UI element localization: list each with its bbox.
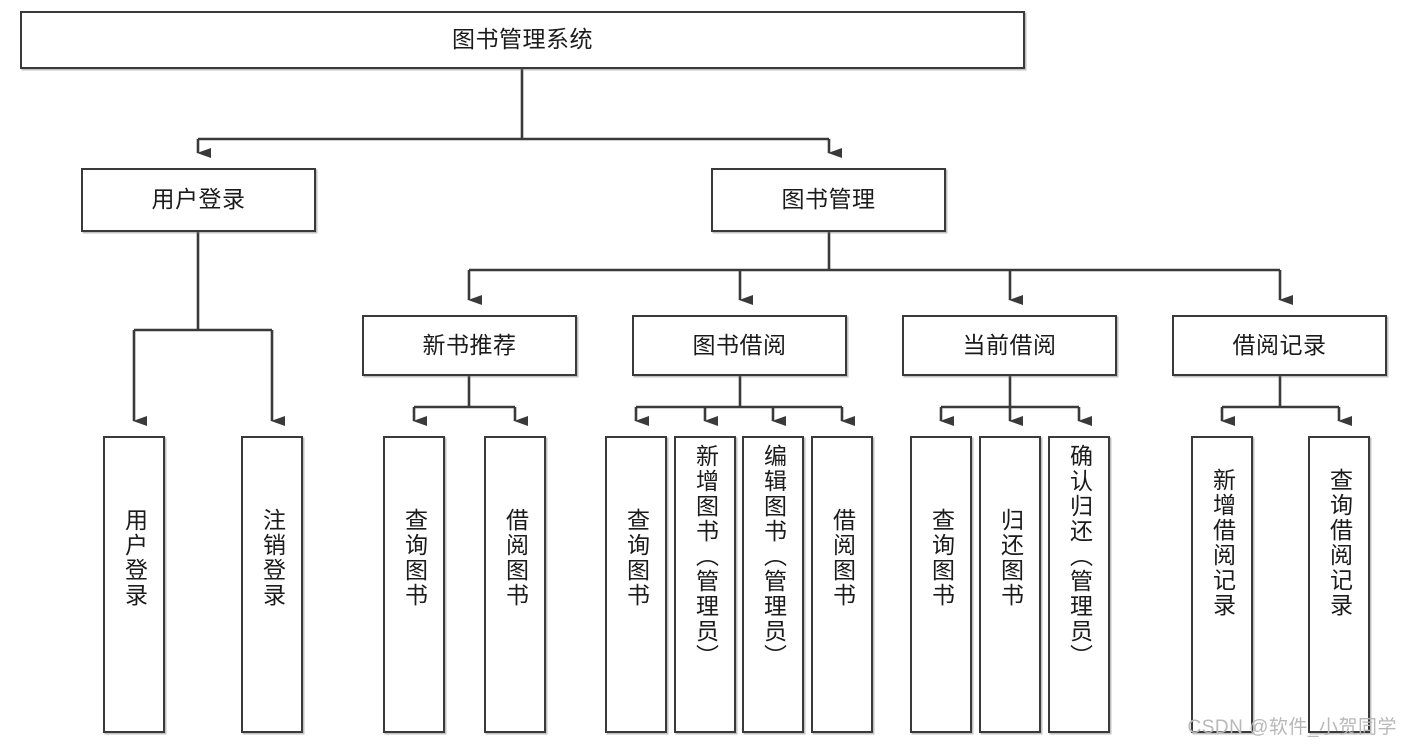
node-leaf-confirm-return[interactable]: 确认归还（管理员） — [1048, 436, 1110, 733]
node-new-book-recommend[interactable]: 新书推荐 — [362, 315, 577, 376]
node-leaf-user-logout[interactable]: 注销登录 — [241, 436, 303, 733]
node-borrow-record[interactable]: 借阅记录 — [1172, 315, 1387, 376]
node-leaf-edit-book-label: 编辑图书（管理员） — [760, 444, 787, 669]
node-leaf-query-record-label: 查询借阅记录 — [1326, 468, 1353, 618]
node-user-login-label: 用户登录 — [151, 186, 246, 213]
node-leaf-edit-book[interactable]: 编辑图书（管理员） — [742, 436, 804, 733]
node-leaf-add-record-label: 新增借阅记录 — [1209, 468, 1236, 618]
node-borrow-record-label: 借阅记录 — [1232, 331, 1327, 358]
node-leaf-add-book-label: 新增图书（管理员） — [692, 444, 719, 669]
node-current-borrow[interactable]: 当前借阅 — [902, 315, 1117, 376]
node-leaf-borrow-book-1[interactable]: 借阅图书 — [484, 436, 546, 733]
node-new-book-recommend-label: 新书推荐 — [422, 331, 517, 358]
node-root[interactable]: 图书管理系统 — [20, 11, 1025, 69]
node-leaf-return-book-label: 归还图书 — [997, 508, 1024, 608]
node-leaf-borrow-book-1-label: 借阅图书 — [502, 508, 529, 608]
node-user-login[interactable]: 用户登录 — [81, 168, 316, 232]
node-leaf-confirm-return-label: 确认归还（管理员） — [1066, 444, 1093, 669]
node-leaf-query-book-2-label: 查询图书 — [623, 508, 650, 608]
node-leaf-query-book-1-label: 查询图书 — [401, 508, 428, 608]
node-leaf-query-book-1[interactable]: 查询图书 — [383, 436, 445, 733]
node-leaf-return-book[interactable]: 归还图书 — [979, 436, 1041, 733]
node-book-manage[interactable]: 图书管理 — [711, 168, 946, 232]
node-leaf-add-book[interactable]: 新增图书（管理员） — [674, 436, 736, 733]
node-book-borrow-label: 图书借阅 — [692, 331, 787, 358]
node-leaf-user-login-label: 用户登录 — [121, 508, 148, 608]
node-root-label: 图书管理系统 — [452, 26, 593, 53]
node-leaf-query-book-2[interactable]: 查询图书 — [605, 436, 667, 733]
node-leaf-borrow-book-2[interactable]: 借阅图书 — [811, 436, 873, 733]
node-leaf-query-book-3[interactable]: 查询图书 — [910, 436, 972, 733]
node-leaf-query-record[interactable]: 查询借阅记录 — [1308, 436, 1370, 733]
node-book-manage-label: 图书管理 — [781, 186, 876, 213]
csdn-watermark: CSDN @软件_小贺同学 — [1187, 717, 1397, 738]
node-current-borrow-label: 当前借阅 — [962, 331, 1057, 358]
node-leaf-borrow-book-2-label: 借阅图书 — [829, 508, 856, 608]
node-leaf-user-logout-label: 注销登录 — [259, 508, 286, 608]
node-leaf-user-login[interactable]: 用户登录 — [103, 436, 165, 733]
node-book-borrow[interactable]: 图书借阅 — [632, 315, 847, 376]
node-leaf-add-record[interactable]: 新增借阅记录 — [1191, 436, 1253, 733]
node-leaf-query-book-3-label: 查询图书 — [928, 508, 955, 608]
